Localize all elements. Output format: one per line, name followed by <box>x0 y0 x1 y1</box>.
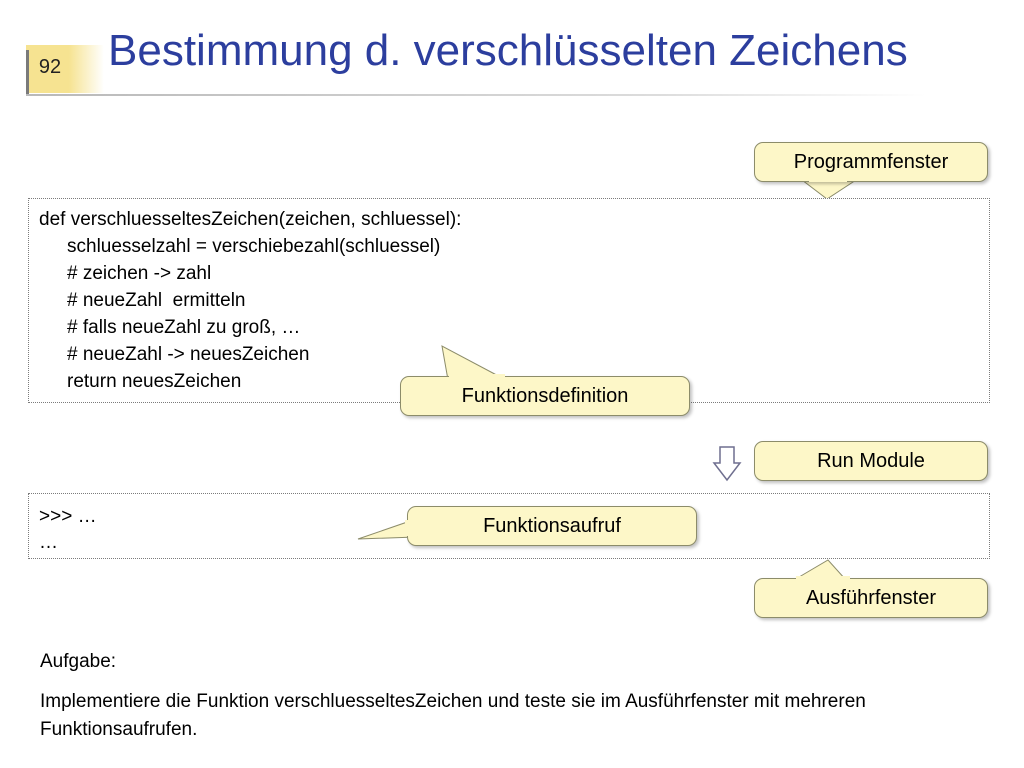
code-line: # neueZahl -> neuesZeichen <box>67 344 310 365</box>
code-line: # zeichen -> zahl <box>67 263 212 284</box>
funktionsaufruf-label: Funktionsaufruf <box>483 514 621 537</box>
slide-number: 92 <box>38 56 62 78</box>
run-module-label: Run Module <box>817 449 925 472</box>
down-arrow-icon <box>712 446 742 482</box>
funktionsaufruf-callout: Funktionsaufruf <box>407 506 697 546</box>
slide-title: Bestimmung d. verschlüsselten Zeichens <box>108 26 908 75</box>
slide-number-background <box>26 45 104 93</box>
code-line: schluesselzahl = verschiebezahl(schluess… <box>67 236 441 257</box>
task-text: Implementiere die Funktion verschluessel… <box>40 691 866 740</box>
ausfuehrfenster-tail-join <box>796 576 850 580</box>
funktionsdefinition-callout: Funktionsdefinition <box>400 376 690 416</box>
program-window-panel: def verschluesseltesZeichen(zeichen, sch… <box>28 198 990 403</box>
shell-line: … <box>39 532 58 553</box>
shell-line: >>> … <box>39 506 97 527</box>
task-heading: Aufgabe: <box>40 651 117 672</box>
code-line: return neuesZeichen <box>67 371 242 392</box>
run-module-button[interactable]: Run Module <box>754 441 988 481</box>
funktionsaufruf-tail-join <box>405 520 410 536</box>
funktionsdefinition-label: Funktionsdefinition <box>461 384 629 407</box>
programmfenster-label: Programmfenster <box>793 150 949 173</box>
ausfuehrfenster-callout: Ausführfenster <box>754 578 988 618</box>
code-line: def verschluesseltesZeichen(zeichen, sch… <box>39 209 462 230</box>
funktionsdefinition-tail-join <box>449 374 505 378</box>
code-line: # neueZahl ermitteln <box>67 290 246 311</box>
slide-number-accent-line <box>26 50 29 94</box>
ausfuehrfenster-label: Ausführfenster <box>805 586 937 609</box>
code-line: # falls neueZahl zu groß, … <box>67 317 301 338</box>
title-divider <box>26 94 926 96</box>
programmfenster-tail-join <box>809 178 847 182</box>
programmfenster-callout: Programmfenster <box>754 142 988 182</box>
